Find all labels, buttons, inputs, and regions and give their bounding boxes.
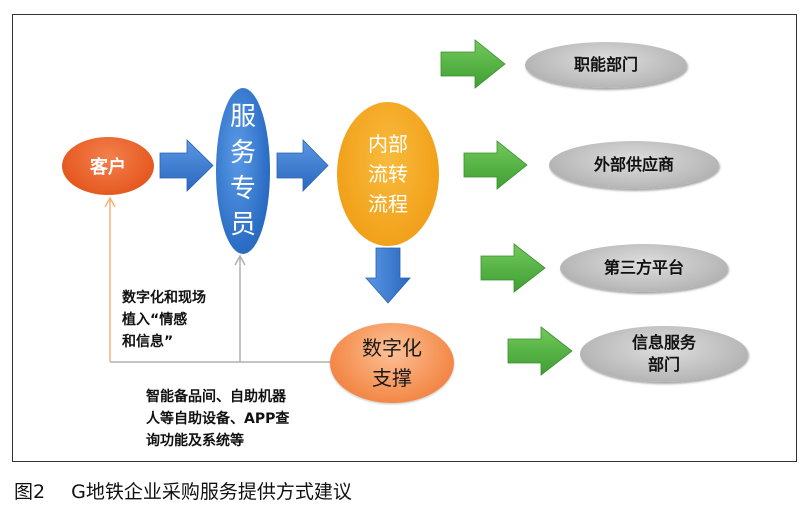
note-line: 人等自助设备、APP查 [146,411,290,427]
note-line: 智能备品间、自助机器 [146,389,286,405]
service-staff-node: 服 务 专 员 [216,88,270,254]
blue-arrow-staff-to-internal [276,139,329,192]
service-staff-char: 专 [229,174,256,204]
figure-caption: 图2 G地铁企业采购服务提供方式建议 [14,477,352,504]
external-supplier-label: 外部供应商 [593,155,674,174]
service-staff-char: 务 [229,138,256,168]
info-service-dept-node: 信息服务 部门 [580,326,748,382]
note-line: 植入“情感 [122,312,188,328]
third-party-platform-label: 第三方平台 [603,258,684,277]
service-staff-char: 服 [229,102,256,132]
figure-title: G地铁企业采购服务提供方式建议 [71,481,352,503]
green-arrow-to-external-supplier [463,140,528,190]
figure-number: 图2 [14,481,46,503]
internal-flow-line: 流程 [368,192,408,216]
internal-flow-node: 内部 流转 流程 [337,102,439,246]
feedback-arrowhead-staff [234,254,246,266]
service-staff-char: 员 [229,210,256,240]
note-line: 和信息” [122,334,174,350]
info-service-dept-line: 部门 [647,355,680,374]
self-service-note: 智能备品间、自助机器 人等自助设备、APP查 询功能及系统等 [146,386,289,452]
external-supplier-node: 外部供应商 [549,141,719,189]
note-line: 询功能及系统等 [146,433,244,449]
diagram-frame [12,14,797,462]
customer-label: 客户 [90,157,126,178]
green-arrow-to-functional-dept [440,39,506,89]
internal-flow-line: 内部 [368,132,408,156]
note-line: 数字化和现场 [122,290,206,306]
blue-arrow-internal-to-digital [365,247,411,304]
blue-arrow-customer-to-staff [159,139,214,192]
internal-flow-line: 流转 [368,162,408,186]
functional-dept-node: 职能部门 [525,42,687,88]
digital-support-line: 支撑 [372,366,412,390]
green-arrow-to-info-service [507,326,573,376]
functional-dept-label: 职能部门 [573,55,638,74]
customer-node: 客户 [62,137,154,195]
digital-support-line: 数字化 [362,336,422,360]
info-service-dept-line: 信息服务 [631,333,696,352]
third-party-platform-node: 第三方平台 [560,244,728,292]
green-arrow-to-third-party [480,243,546,293]
digital-support-node: 数字化 支撑 [330,323,454,403]
feedback-arrowhead-customer [104,196,116,208]
emotion-info-note: 数字化和现场 植入“情感 和信息” [122,287,206,353]
